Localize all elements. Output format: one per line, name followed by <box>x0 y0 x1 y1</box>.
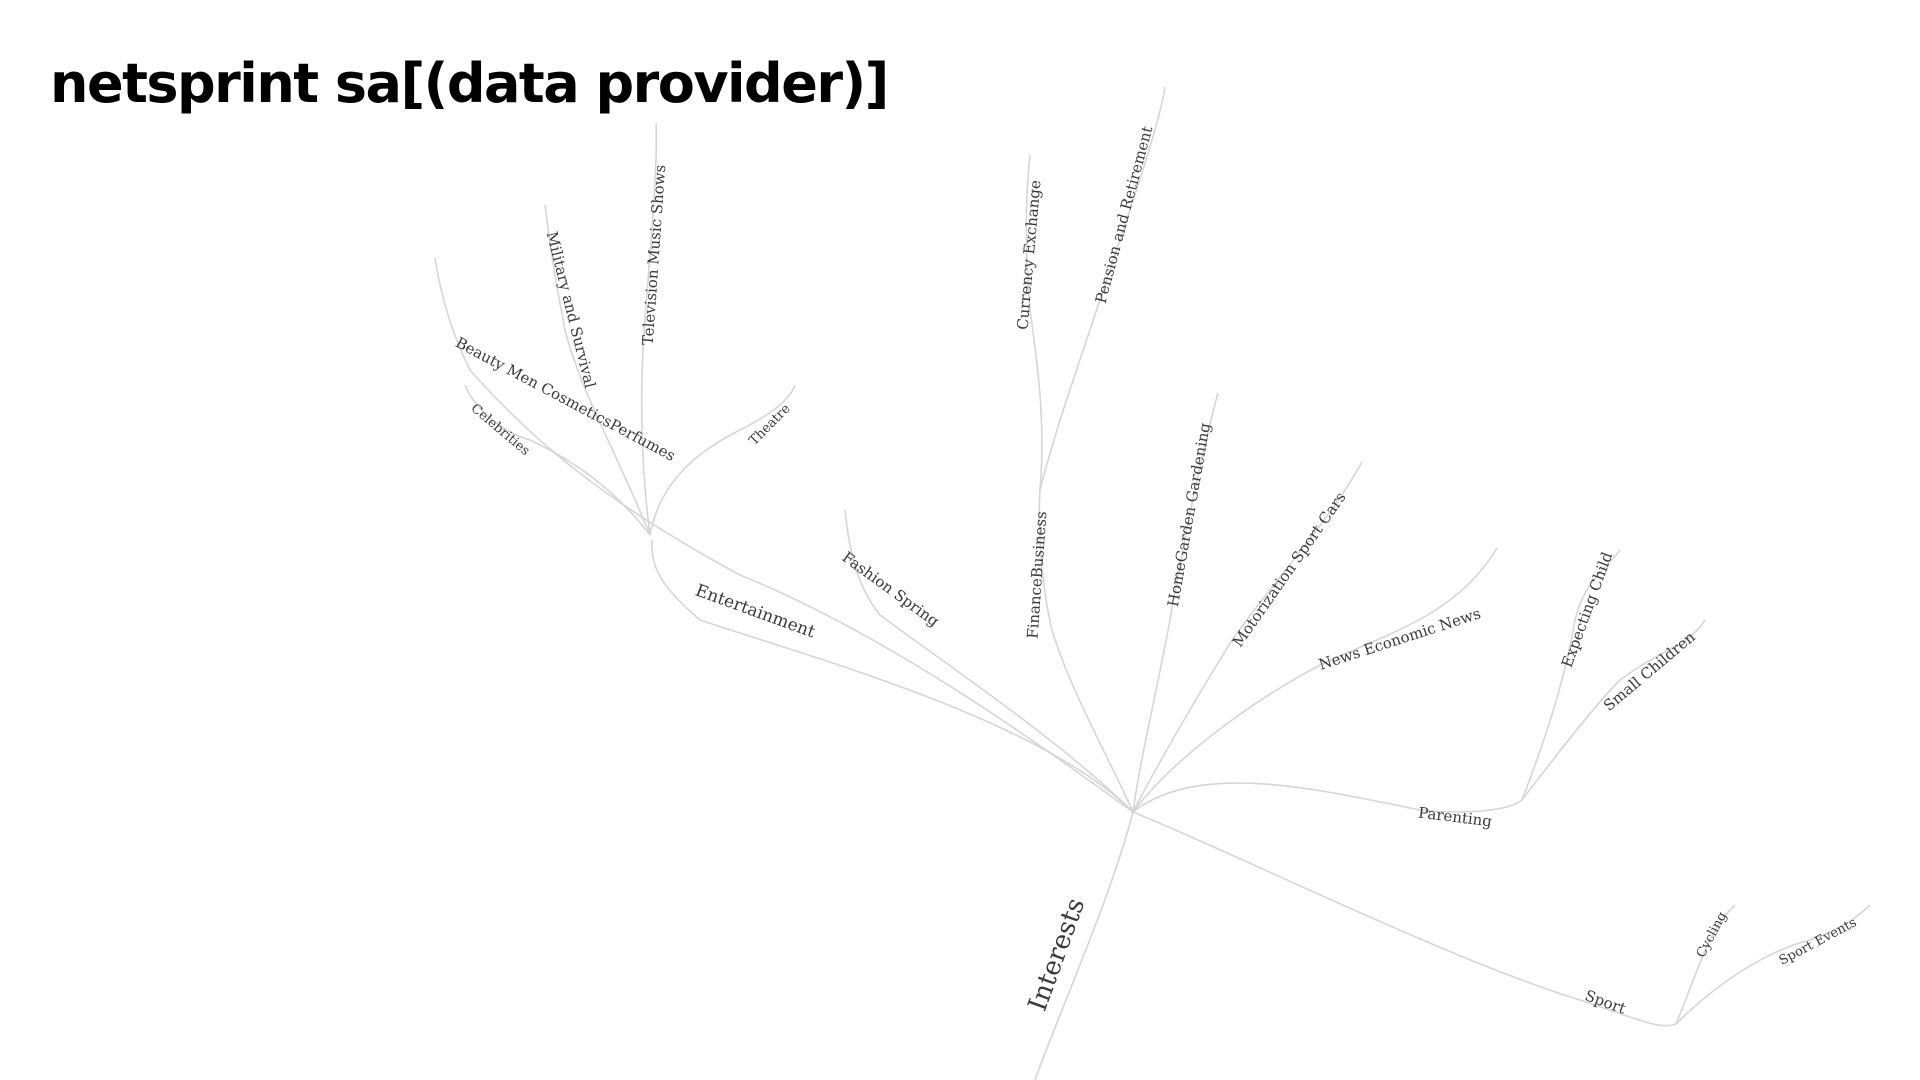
node-label-currency: Currency Exchange <box>1013 179 1044 330</box>
branch-military <box>544 204 651 536</box>
node-label-theatre: Theatre <box>746 401 793 448</box>
branch-tvmusic <box>640 122 658 536</box>
branch-sportevents <box>1675 904 1871 1025</box>
node-label-entertainment: Entertainment <box>693 581 818 643</box>
branch-fashion <box>844 509 1134 813</box>
branch-sport <box>1132 811 1677 1027</box>
node-label-pension: Pension and Retirement <box>1092 124 1157 305</box>
branch-expecting <box>1521 549 1621 801</box>
branch-beauty <box>434 257 1134 813</box>
branch-celebrities <box>464 384 651 536</box>
branch-parenting <box>1132 782 1523 813</box>
node-label-homegarden: HomeGarden Gardening <box>1164 421 1214 608</box>
tree-labels: Interests Entertainment Fashion Spring Fina… <box>453 124 1860 1018</box>
node-label-expecting: Expecting Child <box>1558 549 1617 670</box>
branch-news <box>1132 547 1498 813</box>
branch-smallchildren <box>1521 619 1706 801</box>
branch-cycling <box>1675 904 1736 1025</box>
page-title: netsprint sa[(data provider)] <box>50 52 889 115</box>
node-label-beauty: Beauty Men CosmeticsPerfumes <box>453 333 679 464</box>
node-label-parenting: Parenting <box>1417 804 1493 831</box>
branch-theatre <box>649 384 796 536</box>
branch-interests <box>1034 811 1134 1080</box>
tree-branches <box>434 86 1871 1080</box>
node-label-interests: Interests <box>1023 894 1091 1015</box>
branch-motorization <box>1132 461 1363 813</box>
node-label-cycling: Cycling <box>1694 910 1731 961</box>
node-label-news: News Economic News <box>1316 604 1482 673</box>
node-label-celebrities: Celebrities <box>468 401 533 459</box>
node-label-sport: Sport <box>1582 986 1628 1017</box>
node-label-military: Military and Survival <box>543 230 599 390</box>
node-label-sportevents: Sport Events <box>1777 915 1859 968</box>
node-label-finance: FinanceBusiness <box>1024 511 1051 640</box>
node-label-smallchildren: Small Children <box>1600 628 1699 715</box>
branch-currency <box>1025 154 1043 491</box>
node-label-fashion: Fashion Spring <box>839 548 943 630</box>
node-label-motorization: Motorization Sport Cars <box>1229 489 1350 651</box>
branch-finance <box>1038 489 1134 813</box>
branch-pension <box>1039 86 1166 491</box>
node-label-tvmusic: Television Music Shows <box>639 164 670 346</box>
branch-homegarden <box>1132 392 1219 813</box>
